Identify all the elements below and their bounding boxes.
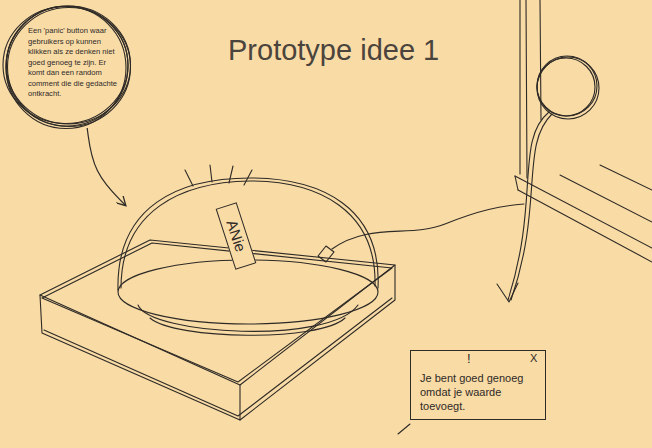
laptop-keyboard	[600, 165, 652, 190]
leader-line	[511, 114, 552, 300]
button-label: ANie	[216, 202, 257, 270]
laptop-keyboard	[560, 175, 652, 222]
close-cross: X	[530, 352, 544, 365]
popup-window: ! X Je bent goed genoeg omdat je waarde to…	[410, 350, 546, 420]
usb-wire	[332, 204, 524, 249]
base-side	[44, 298, 392, 416]
laptop-base	[518, 190, 652, 262]
base-top	[40, 240, 395, 385]
alert-icon: !	[467, 352, 479, 366]
glow-tick	[229, 166, 233, 183]
dome-rim	[118, 260, 378, 324]
arrow-connector	[87, 128, 125, 205]
base-top	[42, 243, 392, 382]
sketch-title: Prototype idee 1	[228, 34, 439, 67]
bubble-note: Een 'panic' button waar gebruikers op ku…	[28, 26, 122, 100]
bubble-stroke	[6, 7, 126, 129]
glow-tick	[244, 170, 252, 185]
popup-message: Je bent goed genoeg omdat je waarde toev…	[420, 371, 542, 413]
zoom-circle	[537, 57, 599, 119]
glow-tick	[210, 165, 212, 182]
laptop-base	[515, 176, 518, 190]
leader-arrowhead	[497, 283, 518, 302]
button-dome	[121, 181, 375, 288]
dome-ring	[150, 318, 345, 335]
button-dome	[118, 178, 378, 290]
thought-bubble: Een 'panic' button waar gebruikers op ku…	[4, 4, 130, 128]
laptop-screen	[526, 0, 527, 178]
bubble-stroke	[3, 7, 128, 124]
glow-tick	[185, 170, 193, 186]
panic-button: ANie	[120, 205, 380, 320]
pencil-stroke	[398, 424, 410, 434]
laptop-screen	[519, 0, 520, 174]
laptop-base	[515, 176, 652, 248]
base-side	[40, 295, 240, 420]
wire-plug	[318, 246, 334, 262]
zoom-circle	[537, 58, 595, 116]
leader-line	[508, 112, 549, 300]
